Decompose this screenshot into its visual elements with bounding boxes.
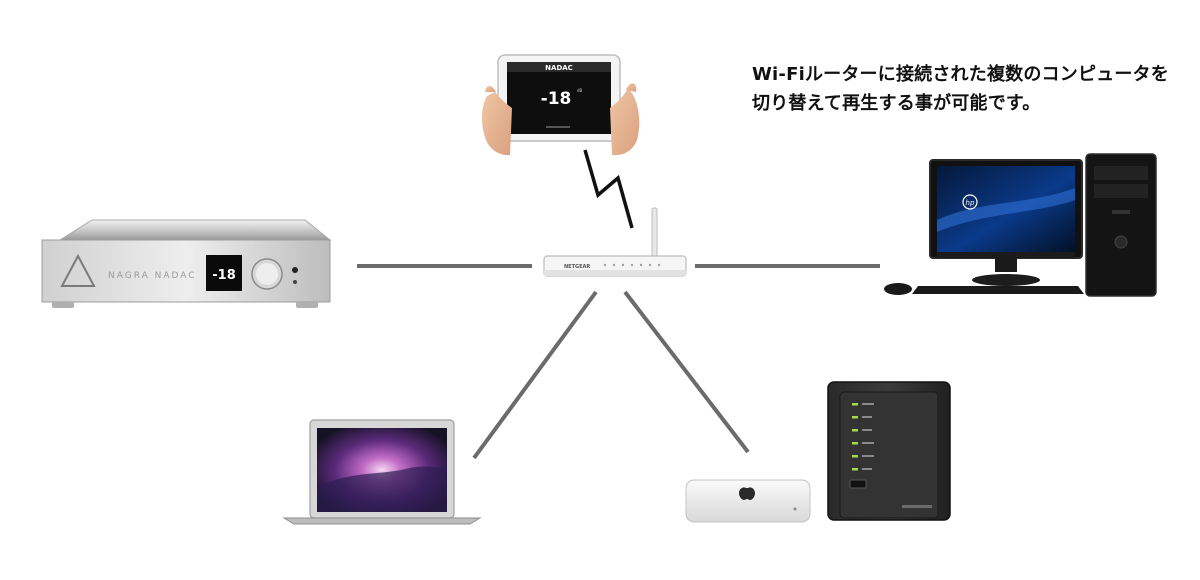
router-brand-label: NETGEAR (564, 264, 590, 270)
description-caption: Wi-Fiルーターに接続された複数のコンピュータを 切り替えて再生する事が可能で… (752, 60, 1192, 118)
dac-logo-icon (60, 253, 96, 287)
caption-line-1: Wi-Fiルーターに接続された複数のコンピュータを (752, 64, 1169, 85)
hp-logo-icon (962, 194, 978, 210)
dac-volume-display: -18 (212, 268, 236, 283)
dac-brand-label: NAGRA NADAC (108, 271, 197, 281)
caption-line-2: 切り替えて再生する事が可能です。 (752, 93, 1041, 114)
desktop-logo-label: hp (966, 199, 975, 207)
keyboard-icon (912, 286, 1084, 294)
nas-storage (827, 381, 951, 521)
nas-status-leds (852, 403, 858, 471)
desktop-computer: hp (884, 153, 1157, 297)
mouse-icon (884, 283, 912, 295)
wireless-signal-icon (583, 149, 634, 229)
tablet-device: NADAC -18 dB (482, 54, 640, 156)
right-hand-icon (610, 88, 640, 156)
tablet-volume-readout: -18 (541, 89, 572, 109)
apple-logo-icon (739, 487, 755, 500)
nas-usb-port-icon (849, 479, 867, 489)
connector-mac-mini (623, 290, 750, 454)
tablet-volume-unit: dB (577, 88, 583, 93)
mac-mini (685, 479, 811, 523)
tablet-brand-label: NADAC (545, 64, 573, 72)
wired-connections (357, 264, 880, 460)
wifi-router: NETGEAR (543, 207, 687, 277)
laptop-computer (282, 419, 482, 525)
connector-laptop (472, 290, 598, 460)
left-hand-icon (482, 92, 512, 156)
dac-unit: NAGRA NADAC -18 (41, 219, 332, 308)
